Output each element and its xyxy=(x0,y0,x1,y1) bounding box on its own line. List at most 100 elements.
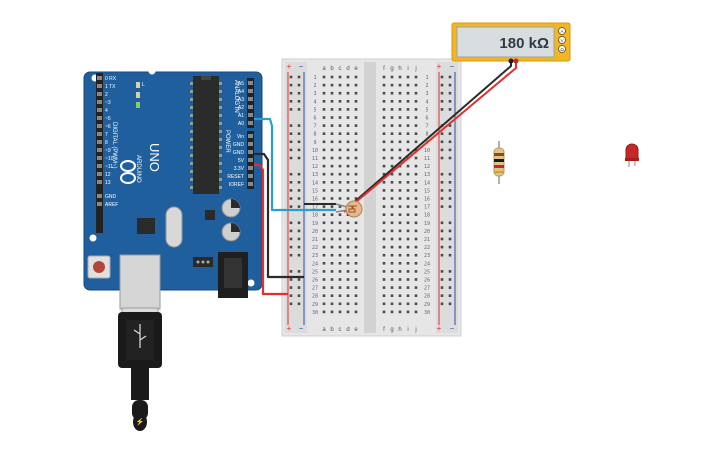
rail-hole[interactable] xyxy=(297,237,301,241)
rail-hole[interactable] xyxy=(297,156,301,160)
breadboard-hole[interactable] xyxy=(354,270,358,273)
rail-hole[interactable] xyxy=(440,148,444,152)
breadboard-hole[interactable] xyxy=(406,262,410,265)
rail-hole[interactable] xyxy=(440,91,444,95)
breadboard-hole[interactable] xyxy=(330,83,334,87)
breadboard-hole[interactable] xyxy=(390,245,394,249)
breadboard-hole[interactable] xyxy=(406,132,410,135)
rail-hole[interactable] xyxy=(289,221,293,225)
breadboard-hole[interactable] xyxy=(322,245,326,249)
breadboard-hole[interactable] xyxy=(338,156,342,160)
breadboard-hole[interactable] xyxy=(382,189,386,192)
breadboard-hole[interactable] xyxy=(354,278,358,281)
breadboard-hole[interactable] xyxy=(398,205,402,208)
breadboard-hole[interactable] xyxy=(354,172,358,176)
breadboard-hole[interactable] xyxy=(346,75,350,79)
rail-hole[interactable] xyxy=(440,205,444,208)
rail-hole[interactable] xyxy=(289,278,293,281)
breadboard-hole[interactable] xyxy=(414,253,418,257)
breadboard-hole[interactable] xyxy=(382,116,386,119)
breadboard-hole[interactable] xyxy=(322,197,326,200)
breadboard-hole[interactable] xyxy=(346,221,350,225)
rail-hole[interactable] xyxy=(440,189,444,192)
rail-hole[interactable] xyxy=(297,140,301,144)
rail-hole[interactable] xyxy=(440,75,444,79)
rail-hole[interactable] xyxy=(297,221,301,225)
breadboard-hole[interactable] xyxy=(330,189,334,192)
rail-hole[interactable] xyxy=(289,91,293,95)
rail-hole[interactable] xyxy=(448,100,452,103)
rail-hole[interactable] xyxy=(440,197,444,200)
breadboard-hole[interactable] xyxy=(390,221,394,225)
breadboard-hole[interactable] xyxy=(390,140,394,144)
rail-hole[interactable] xyxy=(440,100,444,103)
rail-hole[interactable] xyxy=(289,229,293,233)
breadboard-hole[interactable] xyxy=(330,294,334,297)
breadboard-hole[interactable] xyxy=(406,270,410,273)
breadboard-hole[interactable] xyxy=(382,278,386,281)
breadboard-hole[interactable] xyxy=(338,108,342,111)
rail-hole[interactable] xyxy=(289,181,293,184)
power-pin[interactable] xyxy=(248,174,253,178)
rail-hole[interactable] xyxy=(289,253,293,257)
breadboard-hole[interactable] xyxy=(390,164,394,168)
breadboard-hole[interactable] xyxy=(322,108,326,111)
breadboard-hole[interactable] xyxy=(338,205,342,208)
wire-black-gnd[interactable] xyxy=(254,152,304,279)
breadboard-hole[interactable] xyxy=(398,237,402,241)
breadboard-hole[interactable] xyxy=(330,140,334,144)
breadboard-hole[interactable] xyxy=(382,91,386,95)
breadboard-hole[interactable] xyxy=(390,83,394,87)
rail-hole[interactable] xyxy=(448,294,452,297)
power-pin[interactable] xyxy=(248,150,253,154)
breadboard-hole[interactable] xyxy=(330,286,334,289)
breadboard-hole[interactable] xyxy=(330,108,334,111)
breadboard-hole[interactable] xyxy=(406,189,410,192)
breadboard-hole[interactable] xyxy=(382,221,386,225)
rail-hole[interactable] xyxy=(289,132,293,135)
breadboard-hole[interactable] xyxy=(406,108,410,111)
rail-hole[interactable] xyxy=(448,229,452,233)
breadboard-hole[interactable] xyxy=(354,245,358,249)
breadboard-hole[interactable] xyxy=(322,262,326,265)
breadboard-hole[interactable] xyxy=(390,148,394,152)
breadboard-hole[interactable] xyxy=(322,181,326,184)
breadboard-hole[interactable] xyxy=(330,197,334,200)
analog-pin[interactable] xyxy=(248,121,253,125)
breadboard-hole[interactable] xyxy=(414,237,418,241)
breadboard-hole[interactable] xyxy=(414,270,418,273)
rail-hole[interactable] xyxy=(440,270,444,273)
breadboard-hole[interactable] xyxy=(414,83,418,87)
breadboard-hole[interactable] xyxy=(390,253,394,257)
breadboard-hole[interactable] xyxy=(382,100,386,103)
breadboard-hole[interactable] xyxy=(390,181,394,184)
breadboard-hole[interactable] xyxy=(338,302,342,306)
rail-hole[interactable] xyxy=(448,172,452,176)
breadboard-hole[interactable] xyxy=(390,197,394,200)
breadboard-hole[interactable] xyxy=(398,294,402,297)
breadboard-hole[interactable] xyxy=(382,262,386,265)
breadboard-hole[interactable] xyxy=(354,253,358,257)
digital-pin-header[interactable] xyxy=(96,73,103,233)
rail-hole[interactable] xyxy=(440,278,444,281)
breadboard-hole[interactable] xyxy=(338,221,342,225)
breadboard-hole[interactable] xyxy=(406,310,410,314)
breadboard-hole[interactable] xyxy=(414,278,418,281)
breadboard-hole[interactable] xyxy=(414,221,418,225)
breadboard-hole[interactable] xyxy=(346,245,350,249)
breadboard-hole[interactable] xyxy=(406,213,410,216)
rail-hole[interactable] xyxy=(297,278,301,281)
breadboard-hole[interactable] xyxy=(354,237,358,241)
breadboard-hole[interactable] xyxy=(330,245,334,249)
digital-pin[interactable] xyxy=(97,92,102,96)
breadboard-hole[interactable] xyxy=(390,172,394,176)
breadboard-hole[interactable] xyxy=(338,262,342,265)
breadboard-hole[interactable] xyxy=(398,116,402,119)
breadboard-hole[interactable] xyxy=(398,75,402,79)
breadboard-hole[interactable] xyxy=(390,108,394,111)
breadboard-hole[interactable] xyxy=(398,253,402,257)
rail-hole[interactable] xyxy=(448,148,452,152)
breadboard-hole[interactable] xyxy=(414,148,418,152)
rail-hole[interactable] xyxy=(289,197,293,200)
breadboard-hole[interactable] xyxy=(330,278,334,281)
